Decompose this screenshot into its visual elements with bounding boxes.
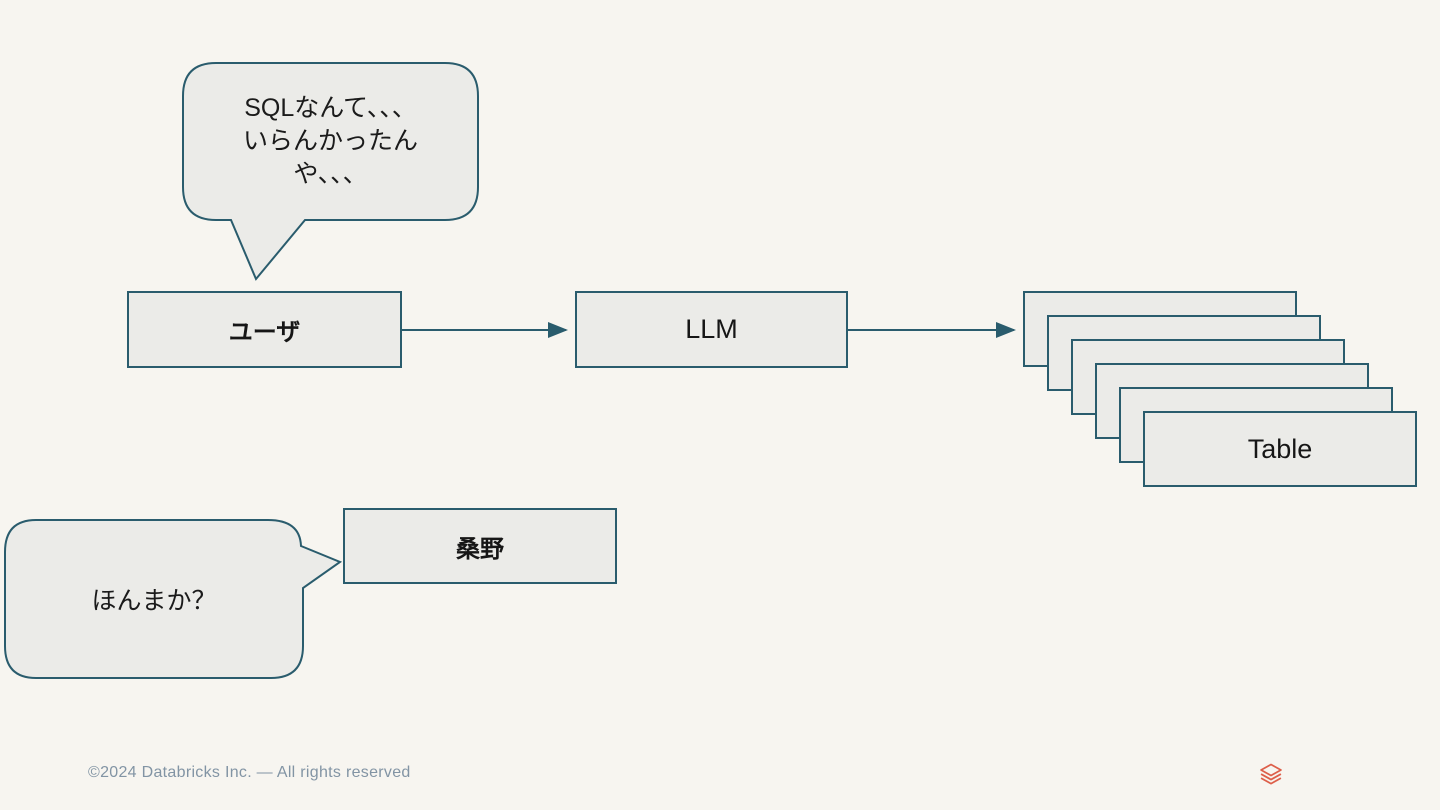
user-node: ユーザ [127, 291, 402, 368]
kuwano-node-label: 桑野 [456, 535, 504, 563]
copyright-text: ©2024 Databricks Inc. — All rights reser… [88, 764, 411, 781]
speech-bubble-sql-text: SQLなんて、、、 いらんかったん や、、、 [242, 94, 418, 188]
speech-bubble-sql-shape [182, 62, 479, 281]
speech-bubble-honmaka-text: ほんまか？ [91, 587, 217, 615]
databricks-layers-icon [1260, 763, 1282, 785]
table-node-label: Table [1247, 433, 1313, 464]
llm-node: LLM [575, 291, 848, 368]
user-node-label: ユーザ [228, 319, 301, 346]
table-node: Table [1143, 411, 1417, 487]
llm-node-label: LLM [685, 314, 738, 344]
kuwano-node: 桑野 [343, 508, 617, 584]
speech-bubble-honmaka-shape [4, 519, 343, 679]
